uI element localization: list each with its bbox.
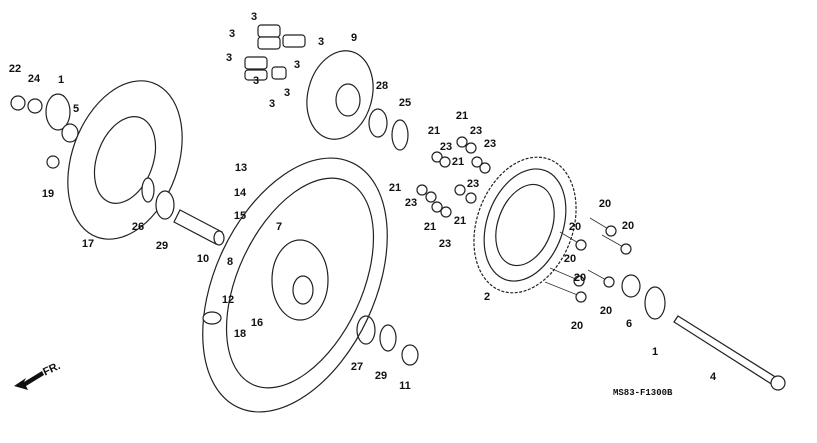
part-label-28: 28 (376, 80, 388, 92)
diagram-code: MS83-F1300B (613, 388, 673, 398)
bolt-19 (46, 155, 60, 169)
collar-5 (61, 123, 79, 143)
part-label-17: 17 (82, 238, 94, 250)
part-label-21: 21 (452, 156, 464, 168)
part-label-23: 23 (440, 141, 452, 153)
flange-1 (45, 93, 71, 131)
part-label-14: 14 (234, 187, 247, 199)
part-label-7: 7 (276, 221, 282, 233)
part-label-29: 29 (375, 370, 387, 382)
part-label-6: 6 (626, 318, 632, 330)
part-label-20: 20 (569, 221, 581, 233)
bearing-29-lower (379, 324, 397, 352)
bearing-28 (368, 108, 388, 138)
part-label-1: 1 (652, 346, 658, 358)
part-label-29: 29 (156, 240, 168, 252)
part-label-21: 21 (428, 125, 440, 137)
part-label-20: 20 (574, 272, 586, 284)
seal-26 (141, 177, 155, 203)
part-label-25: 25 (399, 97, 411, 109)
brake-disc-17 (67, 80, 183, 240)
part-label-3: 3 (253, 75, 259, 87)
parts-drawing: FR. (10, 24, 786, 413)
part-label-11: 11 (399, 380, 411, 392)
wheel-hub (271, 239, 329, 321)
part-label-20: 20 (599, 198, 611, 210)
part-label-1: 1 (58, 74, 64, 86)
part-label-21: 21 (424, 221, 436, 233)
bearing-29 (155, 190, 175, 220)
part-label-2: 2 (484, 291, 490, 303)
part-label-20: 20 (571, 320, 583, 332)
part-label-20: 20 (600, 305, 612, 317)
part-label-19: 19 (42, 188, 54, 200)
part-label-9: 9 (351, 32, 357, 44)
collar-11 (401, 344, 419, 366)
seal-25 (391, 119, 409, 151)
axle-4 (673, 315, 778, 386)
part-label-24: 24 (28, 73, 41, 85)
collar-6 (621, 274, 641, 298)
part-label-26: 26 (132, 221, 144, 233)
part-label-23: 23 (439, 238, 451, 250)
part-label-3: 3 (318, 36, 324, 48)
flange-1-right (644, 286, 666, 320)
nuts-washers (416, 136, 491, 218)
part-label-21: 21 (454, 215, 466, 227)
part-label-5: 5 (73, 103, 79, 115)
nut-22 (10, 95, 26, 111)
part-label-3: 3 (229, 28, 235, 40)
part-label-21: 21 (389, 182, 401, 194)
part-label-16: 16 (251, 317, 263, 329)
part-label-8: 8 (227, 256, 233, 268)
part-label-22: 22 (9, 63, 21, 75)
part-label-27: 27 (351, 361, 363, 373)
part-label-4: 4 (710, 371, 717, 383)
valve-12 (202, 311, 222, 325)
driven-flange-9 (306, 50, 374, 140)
part-label-3: 3 (284, 87, 290, 99)
part-label-3: 3 (251, 11, 257, 23)
part-label-23: 23 (470, 125, 482, 137)
o-ring-27 (356, 315, 376, 345)
part-label-23: 23 (467, 178, 479, 190)
front-arrow-label: FR. (41, 360, 62, 378)
washer-24 (27, 98, 43, 114)
bolts-20 (544, 217, 632, 303)
part-label-3: 3 (226, 52, 232, 64)
front-arrow-icon (14, 371, 44, 390)
part-label-12: 12 (222, 294, 234, 306)
part-label-13: 13 (235, 162, 247, 174)
part-label-15: 15 (234, 210, 246, 222)
part-label-20: 20 (564, 253, 576, 265)
part-label-21: 21 (456, 110, 468, 122)
part-label-3: 3 (294, 59, 300, 71)
part-label-23: 23 (405, 197, 417, 209)
part-label-18: 18 (234, 328, 246, 340)
part-label-20: 20 (622, 220, 634, 232)
part-label-10: 10 (197, 253, 209, 265)
part-label-23: 23 (484, 138, 496, 150)
damper-3 (257, 24, 281, 38)
part-label-3: 3 (269, 98, 275, 110)
